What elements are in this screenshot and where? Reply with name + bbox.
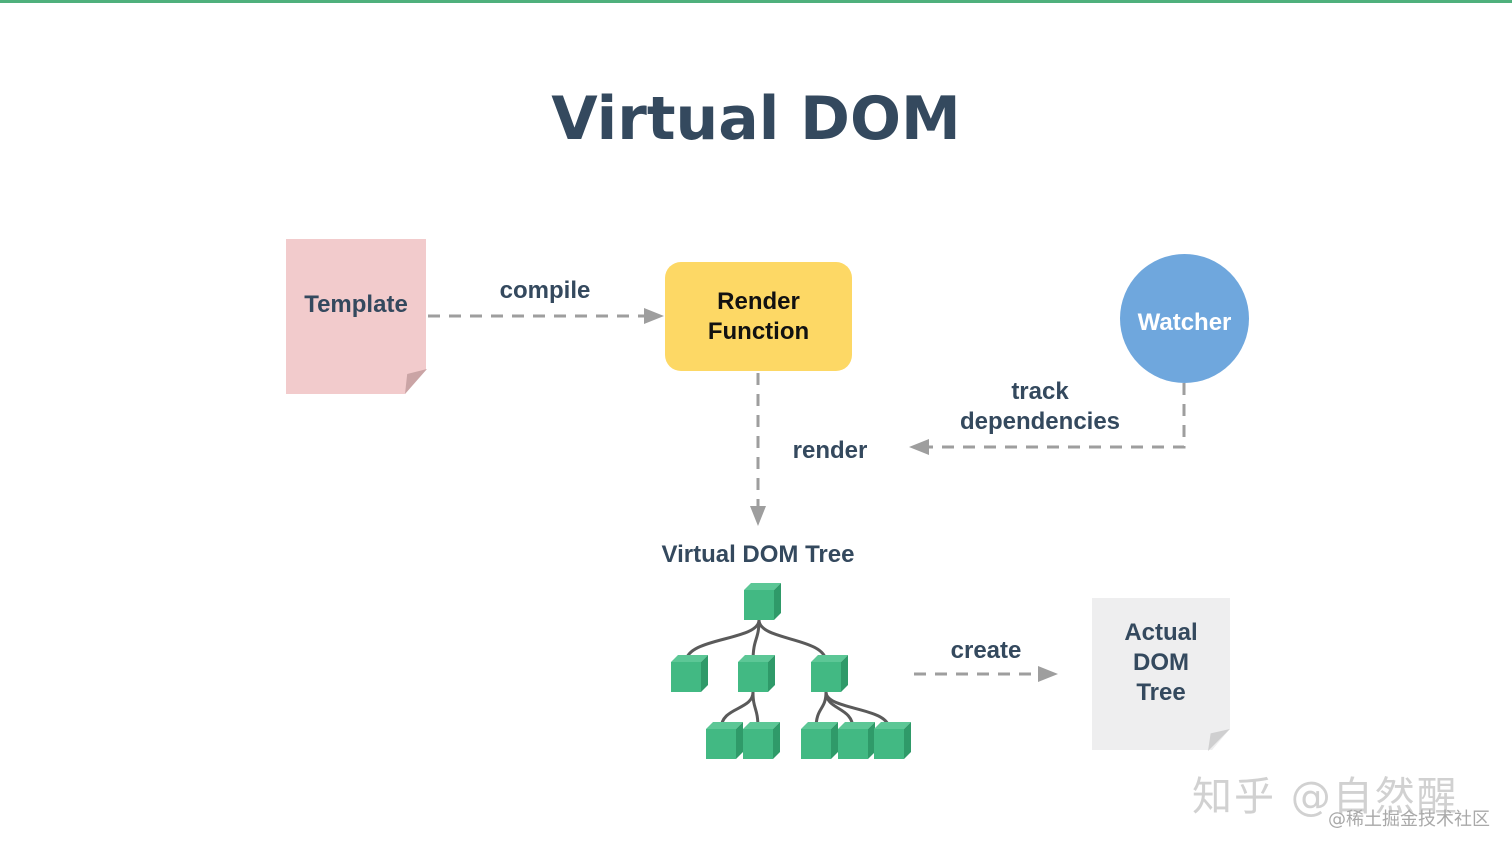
compile-arrowhead-icon [644,308,664,324]
vnode-level2-3-2 [838,722,875,759]
render-function-label: Render Function [665,287,852,347]
render-label: render [792,437,868,464]
compile-label: compile [499,277,591,304]
vnode-level2-2-2 [743,722,780,759]
tree-nodes [671,583,911,759]
watcher-label: Watcher [1137,309,1232,336]
actual-dom-line-2: DOM [1133,649,1189,676]
vnode-level1-3 [811,655,848,692]
actual-dom-node [1092,598,1230,750]
track-dependencies-line-1: track [1011,378,1069,405]
watcher-node [1120,254,1249,383]
render-function-line-2: Function [707,318,810,345]
page-title: Virtual DOM [551,84,961,154]
template-node [286,239,426,394]
template-label: Template [304,291,408,318]
create-arrowhead-icon [1038,666,1058,682]
render-function-node [665,262,852,371]
render-arrowhead-icon [750,506,766,526]
create-label: create [950,637,1022,664]
virtual-dom-tree-label: Virtual DOM Tree [661,541,855,568]
tree-links [684,619,891,730]
vnode-level2-3-3 [874,722,911,759]
render-function-line-1: Render [717,288,800,315]
watermark-juejin: @稀土掘金技术社区 [1328,809,1490,830]
vnode-level2-2-1 [706,722,743,759]
track-dependencies-label: track dependencies [940,377,1140,437]
track-dependencies-line-2: dependencies [959,408,1121,435]
vnode-level1-1 [671,655,708,692]
actual-dom-line-1: Actual [1124,619,1198,646]
actual-dom-label: Actual DOM Tree [1092,618,1230,708]
track-arrow-line [926,383,1186,449]
vnode-root [744,583,781,620]
vnode-level2-3-1 [801,722,838,759]
top-accent-bar [0,0,1512,3]
track-arrowhead-icon [909,439,929,455]
actual-dom-line-3: Tree [1136,679,1186,706]
vnode-level1-2 [738,655,775,692]
watermark-zhihu: 知乎 @自然醒 [1192,774,1459,820]
